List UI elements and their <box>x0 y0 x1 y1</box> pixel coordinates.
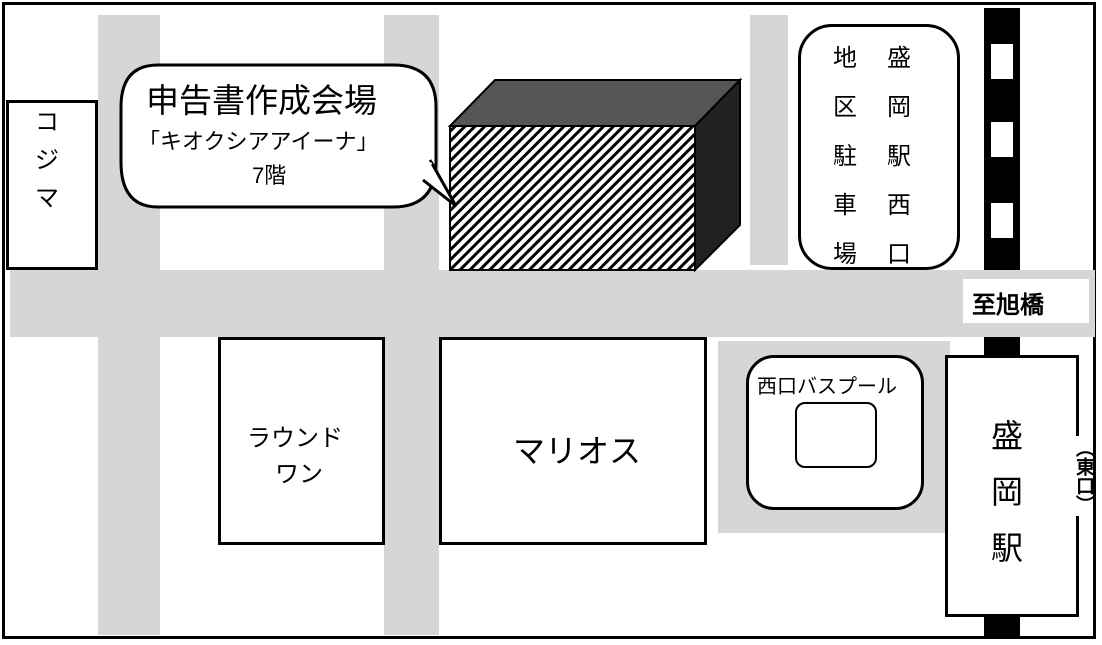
parking-label-right: 盛 岡 駅 西 口 <box>887 44 911 268</box>
kojima-label: コ ジ マ <box>35 109 59 212</box>
parking-lot <box>798 24 960 270</box>
venue-callout-bubble <box>119 63 458 209</box>
venue-building <box>447 77 743 273</box>
railway-mid <box>984 337 1020 357</box>
venue-floor: 7階 <box>252 163 287 188</box>
venue-title: 申告書作成会場 <box>146 82 377 119</box>
marios-building <box>439 337 707 545</box>
venue-name: 「キオクシアアイーナ」 <box>138 129 379 154</box>
railway-window <box>991 122 1013 157</box>
asahibashi-label-box <box>961 277 1091 325</box>
bus-pool-label: 西口バスプール <box>757 376 897 398</box>
round-one-label-line2: ワン <box>275 461 323 488</box>
road-right <box>750 15 788 265</box>
marios-label: マリオス <box>513 433 642 469</box>
railway-south <box>984 615 1020 637</box>
east-exit-label: （東口） <box>1073 436 1095 516</box>
parking-label-left: 地 区 駐 車 場 <box>833 44 857 268</box>
kojima-building <box>6 100 98 270</box>
asahibashi-label: 至旭橋 <box>972 292 1044 319</box>
bus-pool-island <box>795 402 877 468</box>
round-one-building <box>218 337 385 545</box>
railway-window <box>991 203 1013 238</box>
main-road <box>10 270 1095 337</box>
morioka-station-label: 盛 岡 駅 <box>990 417 1023 567</box>
round-one-label-line1: ラウンド <box>247 425 343 452</box>
railway-window <box>991 44 1013 79</box>
